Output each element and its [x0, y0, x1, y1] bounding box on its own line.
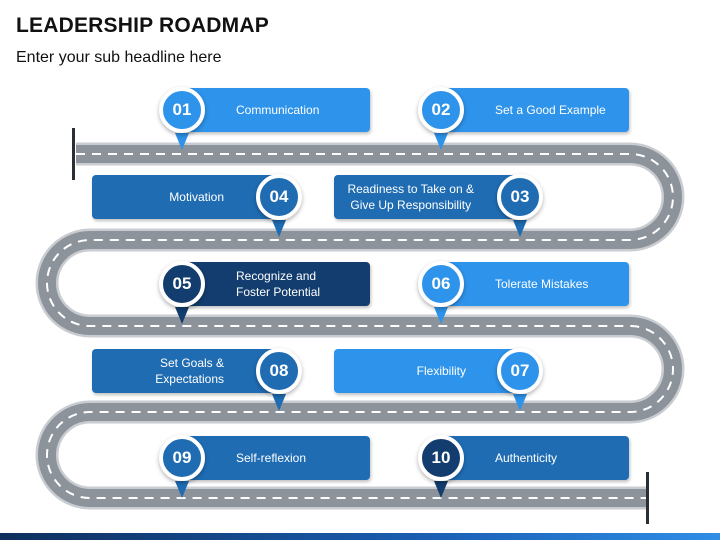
step-05-number-pin: 05 — [159, 261, 205, 307]
step-05-label: Recognize and Foster Potential — [180, 268, 320, 300]
step-10-number-pin: 10 — [418, 435, 464, 481]
step-10-label: Authenticity — [495, 451, 558, 465]
step-08-pin-tail — [272, 394, 286, 411]
step-03-box: Readiness to Take on & Give Up Responsib… — [334, 175, 524, 219]
page-subtitle: Enter your sub headline here — [16, 49, 222, 66]
step-07-pin-tail — [513, 394, 527, 411]
step-03-number-pin: 03 — [497, 174, 543, 220]
step-06-box: Tolerate Mistakes — [439, 262, 629, 306]
step-06-pin-tail — [434, 307, 448, 324]
step-10-pin-tail — [434, 481, 448, 498]
step-04-label: Motivation — [169, 190, 224, 204]
step-05-pin-tail — [175, 307, 189, 324]
step-10-box: Authenticity — [439, 436, 629, 480]
step-01-label: Communication — [236, 103, 320, 117]
step-05-label-line2: Foster Potential — [236, 285, 321, 299]
step-09-number-pin: 09 — [159, 435, 205, 481]
step-01-number-pin: 01 — [159, 87, 205, 133]
step-05-box: Recognize and Foster Potential — [180, 262, 370, 306]
step-01-pin-tail — [175, 133, 189, 150]
step-03-label: Readiness to Take on & Give Up Responsib… — [347, 181, 524, 213]
step-03-label-line2: Give Up Responsibility — [350, 198, 472, 212]
step-08-box: Set Goals & Expectations — [92, 349, 282, 393]
step-07-box: Flexibility — [334, 349, 524, 393]
step-04-box: Motivation — [92, 175, 282, 219]
step-03-pin-tail — [513, 220, 527, 237]
page-title: LEADERSHIP ROADMAP — [16, 14, 269, 37]
step-08-number-pin: 08 — [256, 348, 302, 394]
step-09-label: Self-reflexion — [236, 451, 307, 465]
step-09-pin-tail — [175, 481, 189, 498]
step-02-pin-tail — [434, 133, 448, 150]
step-03-label-line1: Readiness to Take on & — [347, 182, 474, 196]
step-04-number-pin: 04 — [256, 174, 302, 220]
step-01-box: Communication — [180, 88, 370, 132]
step-07-number-pin: 07 — [497, 348, 543, 394]
step-02-box: Set a Good Example — [439, 88, 629, 132]
step-09-box: Self-reflexion — [180, 436, 370, 480]
bottom-accent-bar — [0, 533, 720, 540]
step-08-label: Set Goals & Expectations — [155, 356, 224, 386]
step-06-number-pin: 06 — [418, 261, 464, 307]
step-02-label: Set a Good Example — [495, 103, 606, 117]
step-06-label: Tolerate Mistakes — [495, 277, 589, 291]
step-05-label-line1: Recognize and — [236, 269, 317, 283]
step-02-number-pin: 02 — [418, 87, 464, 133]
step-04-pin-tail — [272, 220, 286, 237]
step-07-label: Flexibility — [416, 364, 466, 378]
